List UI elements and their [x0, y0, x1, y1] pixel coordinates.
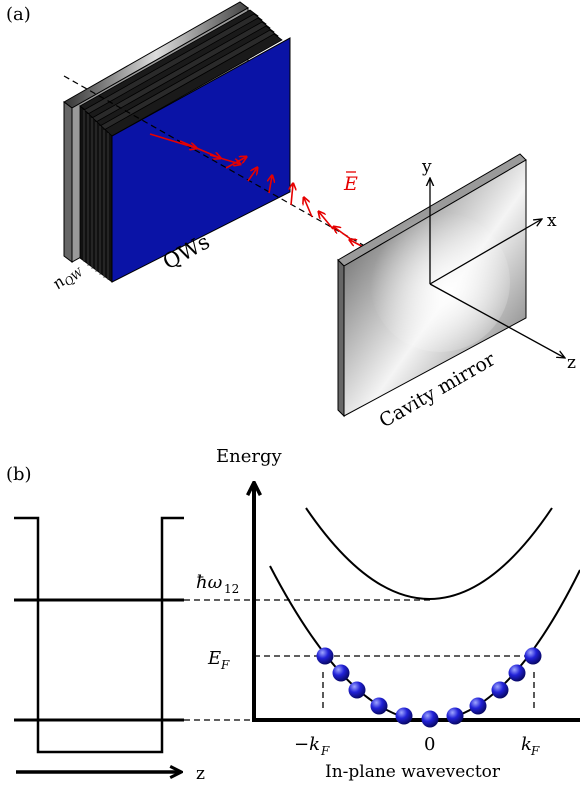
electron	[491, 681, 509, 699]
nqw-label-group: n QW	[48, 265, 87, 293]
electron	[316, 647, 334, 665]
xaxis-label: In-plane wavevector	[325, 762, 501, 782]
panel-a-label: (a)	[6, 4, 31, 25]
electron	[370, 697, 388, 715]
ef-label: E	[207, 648, 221, 669]
neg-kf-sub: F	[320, 744, 330, 758]
ef-sub: F	[220, 658, 230, 672]
zero-label: 0	[424, 734, 435, 755]
kf-sub: F	[530, 744, 540, 758]
electron	[332, 664, 350, 682]
upper-subband-curve	[305, 507, 553, 600]
electron	[395, 707, 413, 725]
panel-b-label: (b)	[6, 464, 32, 485]
electrons	[316, 647, 542, 728]
panel-a: (a)	[6, 1, 576, 432]
neg-kf-label: −k	[294, 734, 320, 755]
well-potential	[14, 516, 184, 754]
electron	[508, 664, 526, 682]
axis-x-label: x	[547, 211, 557, 231]
hw-sub: 12	[224, 582, 239, 596]
field-label: E	[343, 173, 358, 195]
panel-b: (b) z Energy	[6, 446, 580, 784]
electron	[421, 710, 439, 728]
kf-label: k	[521, 734, 532, 755]
electron	[348, 681, 366, 699]
cavity-mirror	[337, 153, 527, 418]
hw-label: ħω	[196, 572, 223, 593]
electron	[524, 647, 542, 665]
electron	[469, 697, 487, 715]
axis-z-label: z	[567, 353, 576, 373]
qw-front-face	[111, 37, 291, 283]
electron	[446, 707, 464, 725]
axis-y-label: y	[421, 157, 432, 177]
z-label: z	[196, 764, 205, 784]
energy-label: Energy	[216, 446, 283, 467]
coordinate-axes	[430, 178, 565, 358]
